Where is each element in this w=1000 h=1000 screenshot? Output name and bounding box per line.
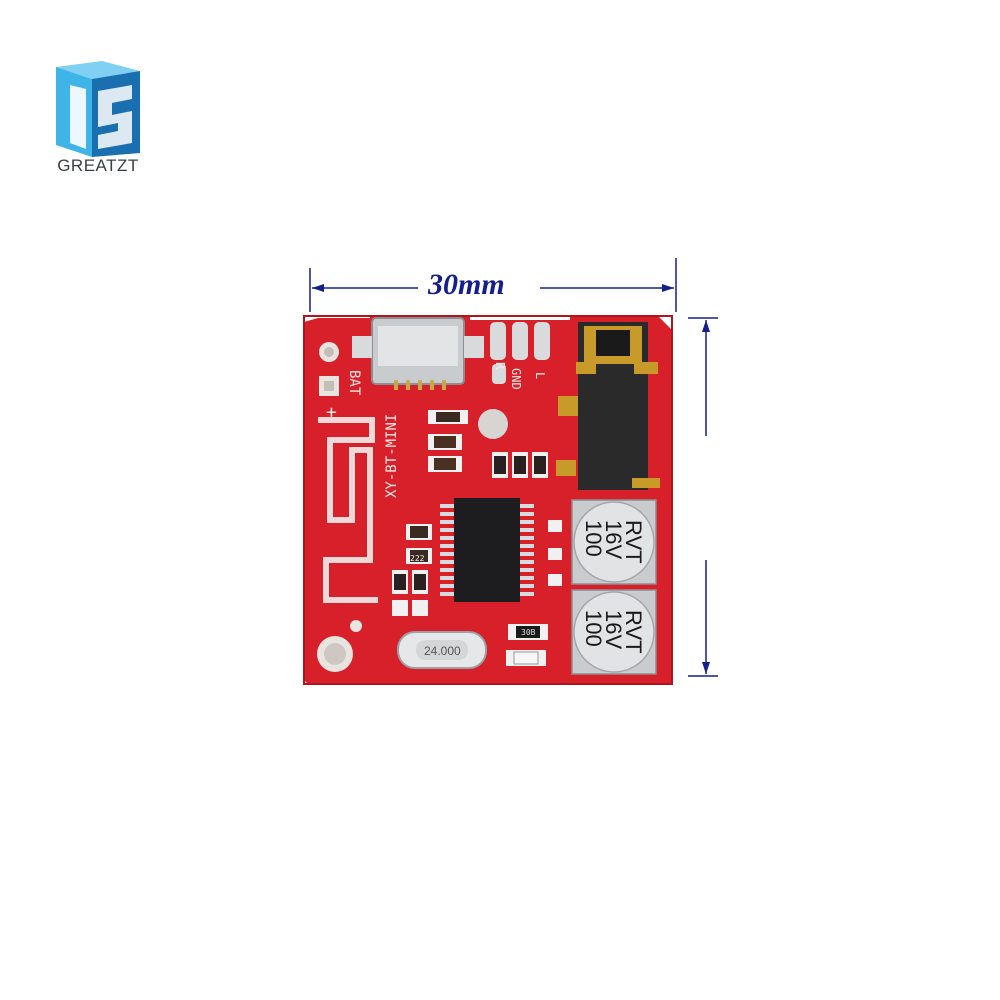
capacitor-1-voltage: 16V <box>601 520 626 559</box>
capacitor-2: RVT 16V 100 <box>571 589 657 675</box>
silk-pin-r: R <box>493 362 507 370</box>
resistor-mark-2: 30B <box>521 628 536 637</box>
silk-pin-gnd: GND <box>509 368 523 390</box>
capacitor-1-value: 100 <box>581 520 606 557</box>
height-dimension-line <box>688 317 718 677</box>
capacitor-1-brand: RVT <box>621 520 646 564</box>
capacitor-2-brand: RVT <box>621 610 646 654</box>
silk-plus: + <box>326 402 337 423</box>
brand-name: GREATZT <box>57 156 139 175</box>
main-ic-chip <box>440 498 534 602</box>
capacitor-2-value: 100 <box>581 610 606 647</box>
silk-model: XY-BT-MINI <box>384 414 400 498</box>
capacitor-2-voltage: 16V <box>601 610 626 649</box>
width-dimension-line <box>309 258 677 312</box>
silk-bat: BAT <box>346 370 362 396</box>
smd-components <box>392 410 562 666</box>
capacitor-1: RVT 16V 100 <box>571 499 657 585</box>
antenna-trace <box>318 417 378 603</box>
resistor-mark-1: 222 <box>410 554 425 563</box>
crystal-label: 24.000 <box>424 644 461 658</box>
greatzt-logo-icon <box>56 61 140 157</box>
width-dimension-label: 30mm <box>428 268 505 301</box>
silk-pin-l: L <box>533 372 547 379</box>
